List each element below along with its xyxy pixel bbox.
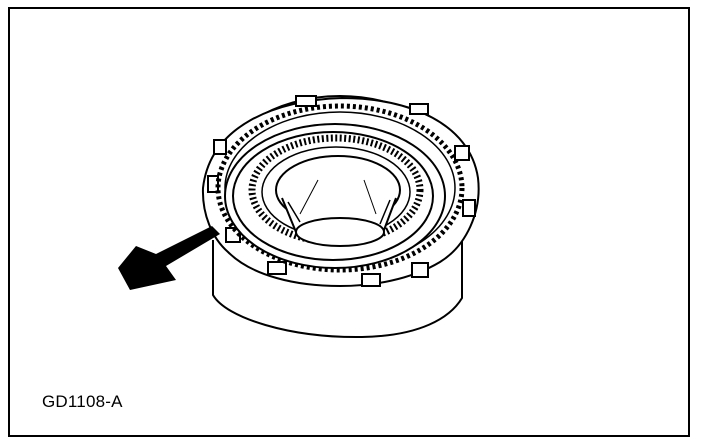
- rim-lugs: [207, 95, 476, 287]
- arrow-indicator: [118, 226, 220, 290]
- hub-bore: [275, 155, 401, 247]
- figure-code-label: GD1108-A: [42, 392, 123, 411]
